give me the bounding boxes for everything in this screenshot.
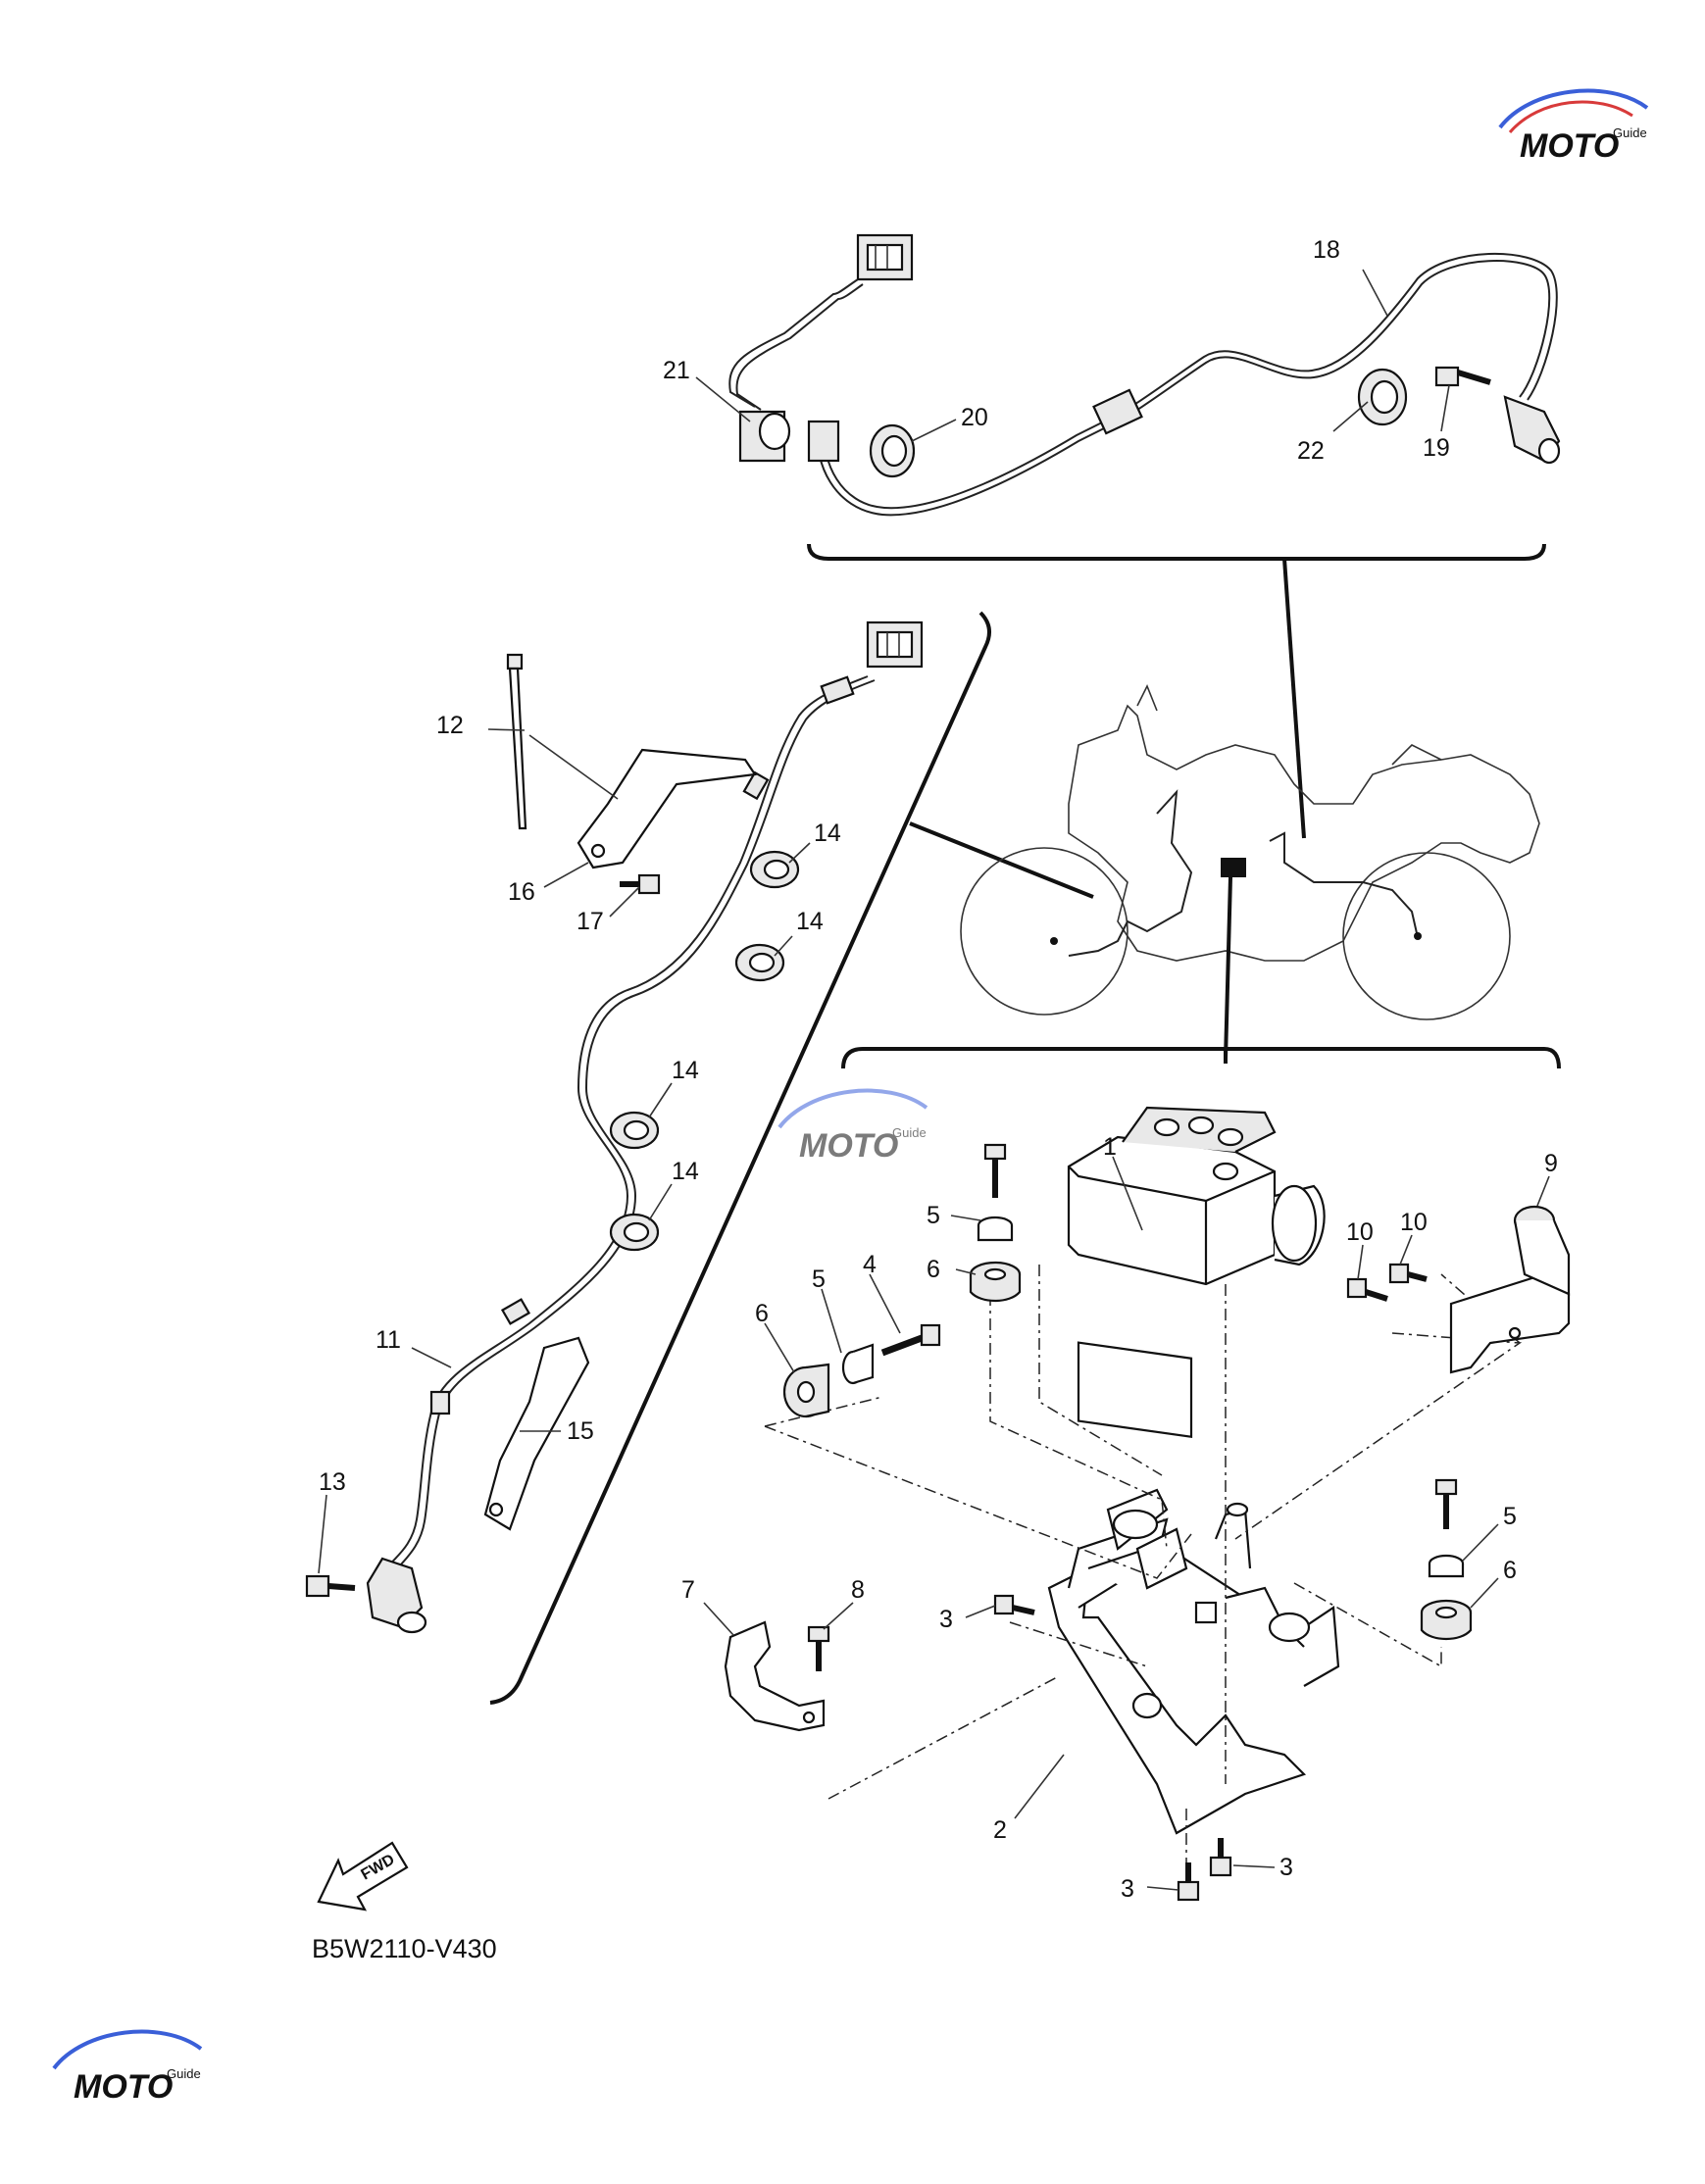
front-sensor-group: 12 16 17 14 14 14 14 11 15 13 (305, 611, 1094, 1705)
rear-sensor-group: 21 20 18 19 22 (663, 233, 1561, 839)
bolt-10-a (1346, 1277, 1388, 1302)
motorcycle-silhouette (960, 684, 1540, 1060)
collar-5-b (841, 1343, 875, 1385)
clamp-20 (869, 423, 916, 478)
callout-11: 11 (376, 1326, 401, 1354)
callout-6-c: 6 (1503, 1557, 1517, 1584)
callout-14-c: 14 (672, 1057, 699, 1084)
front-wheel-sensor (366, 1557, 427, 1634)
watermark-sub: Guide (892, 1125, 927, 1140)
bolt-3-c (1209, 1838, 1232, 1877)
cover-7 (724, 1620, 826, 1732)
watermark-sub: Guide (1613, 125, 1647, 140)
bracket-16 (577, 748, 757, 869)
callout-13: 13 (319, 1468, 346, 1496)
clamp-22 (1357, 368, 1408, 426)
callout-5-b: 5 (812, 1266, 826, 1293)
callout-15: 15 (567, 1417, 594, 1445)
callout-18: 18 (1313, 236, 1340, 264)
clamp-14-c (609, 1111, 660, 1150)
diagram-code: B5W2110-V430 (312, 1934, 497, 1963)
bolt-13 (305, 1574, 356, 1598)
bolt-3-a (993, 1594, 1035, 1615)
callout-9: 9 (1544, 1150, 1558, 1177)
abs-group: 1 5 6 4 5 6 9 10 10 5 6 3 7 8 2 3 3 (681, 1047, 1571, 1903)
callout-22: 22 (1297, 437, 1325, 465)
grommet-6-c (1420, 1599, 1473, 1641)
grommet-6-a (969, 1261, 1022, 1303)
callout-14-b: 14 (796, 908, 824, 935)
callout-3-a: 3 (939, 1606, 953, 1633)
callout-7: 7 (681, 1576, 695, 1604)
callout-10-a: 10 (1346, 1218, 1374, 1246)
callout-6-a: 6 (927, 1256, 940, 1283)
clamp-14-d (609, 1213, 660, 1252)
connector-top (856, 233, 914, 281)
callout-19: 19 (1423, 434, 1450, 462)
bracket-2 (1047, 1488, 1340, 1835)
bolt-4 (880, 1323, 941, 1357)
callout-14-a: 14 (814, 819, 841, 847)
grommet-6-b (782, 1363, 830, 1418)
watermark-logo-middle: MOTO Guide (777, 1088, 928, 1165)
callout-5-a: 5 (927, 1202, 940, 1229)
callout-6-b: 6 (755, 1300, 769, 1327)
abs-unit-marker (1221, 858, 1246, 877)
bracket-15 (483, 1336, 590, 1531)
bolt-17 (620, 873, 661, 895)
bracket-9 (1449, 1205, 1571, 1374)
watermark-brand: MOTO (799, 1127, 898, 1165)
bolt-top-left (983, 1143, 1007, 1198)
watermark-logo-bottom: MOTO Guide (52, 2029, 203, 2106)
clamp-14-b (734, 943, 785, 982)
watermark-brand: MOTO (1520, 127, 1619, 165)
collar-5-a (977, 1216, 1014, 1242)
callout-2: 2 (993, 1816, 1007, 1844)
collar-5-c (1428, 1554, 1465, 1578)
bolt-8 (807, 1625, 830, 1671)
clamp-14-a (749, 850, 800, 889)
callout-17: 17 (577, 908, 604, 935)
bolt-10-b (1388, 1263, 1428, 1284)
cable-tie-12 (506, 653, 527, 830)
watermark-logo-top: MOTO Guide (1498, 88, 1649, 165)
callout-20: 20 (961, 404, 988, 431)
watermark-sub: Guide (167, 2066, 201, 2081)
callout-12: 12 (436, 712, 464, 739)
connector-front (866, 620, 924, 669)
callout-4: 4 (863, 1251, 877, 1278)
callout-8: 8 (851, 1576, 865, 1604)
bolt-19 (1434, 366, 1491, 387)
callout-3-c: 3 (1279, 1854, 1293, 1881)
callout-5-c: 5 (1503, 1503, 1517, 1530)
callout-14-d: 14 (672, 1158, 699, 1185)
watermark-brand: MOTO (74, 2068, 173, 2106)
callout-10-b: 10 (1400, 1209, 1428, 1236)
callout-16: 16 (508, 878, 535, 906)
callout-1: 1 (1103, 1133, 1117, 1161)
bolt-3-b (1177, 1862, 1200, 1902)
rear-wheel-sensor (1503, 395, 1561, 465)
fwd-arrow: FWD (317, 1841, 409, 1911)
callout-21: 21 (663, 357, 690, 384)
bolt-top-right (1434, 1478, 1458, 1529)
clamp-21 (738, 410, 791, 463)
callout-3-b: 3 (1121, 1875, 1134, 1903)
